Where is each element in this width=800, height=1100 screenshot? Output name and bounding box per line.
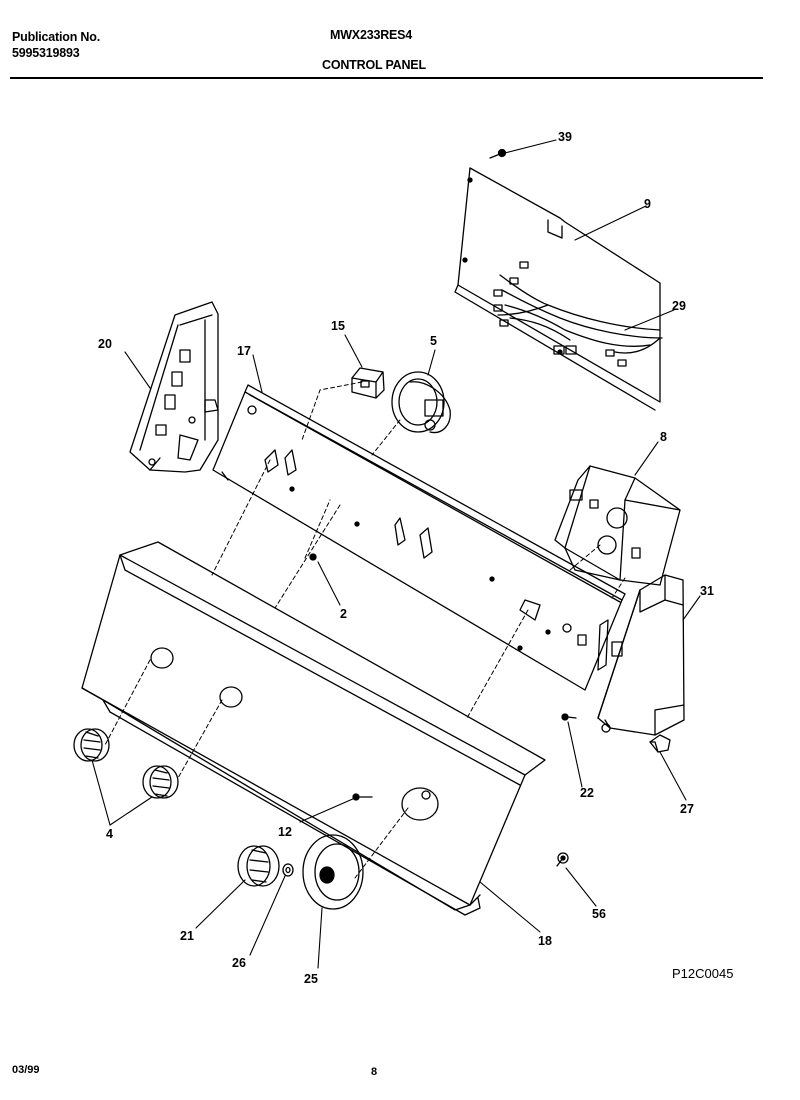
- callout-15: 15: [331, 319, 345, 333]
- part-2-screw: [309, 553, 317, 561]
- part-18-console: [81, 541, 546, 916]
- callout-39: 39: [558, 130, 572, 144]
- leader-lines: [91, 139, 701, 969]
- assembly-lines: [104, 381, 626, 879]
- callout-9: 9: [644, 197, 651, 211]
- part-56-screw: [556, 852, 569, 867]
- part-39-screw: [489, 148, 507, 159]
- header-rule: [10, 77, 763, 79]
- part-25-dial: [302, 834, 364, 910]
- part-4-knob-right: [142, 765, 179, 799]
- part-26-washer: [282, 863, 294, 877]
- callout-4: 4: [106, 827, 113, 841]
- callout-26: 26: [232, 956, 246, 970]
- callout-29: 29: [672, 299, 686, 313]
- part-21-knob: [237, 845, 280, 887]
- publication-label: Publication No.: [12, 30, 100, 44]
- callout-27: 27: [680, 802, 694, 816]
- part-20-bracket: [129, 301, 219, 473]
- part-17-panel-board: [212, 384, 626, 691]
- part-15-switch: [351, 367, 385, 399]
- callout-25: 25: [304, 972, 318, 986]
- part-29-wire-harness: [493, 261, 663, 367]
- part-27-clip: [649, 734, 671, 753]
- part-12-screw: [352, 793, 373, 801]
- model-number: MWX233RES4: [330, 28, 413, 42]
- section-title: CONTROL PANEL: [322, 58, 426, 72]
- publication-number: 5995319893: [12, 46, 80, 60]
- callout-8: 8: [660, 430, 667, 444]
- callout-56: 56: [592, 907, 606, 921]
- part-9-rear-panel: [454, 167, 661, 411]
- footer-date: 03/99: [12, 1064, 40, 1076]
- callout-18: 18: [538, 934, 552, 948]
- callout-5: 5: [430, 334, 437, 348]
- part-22-screw: [561, 713, 577, 721]
- callout-17: 17: [237, 344, 251, 358]
- page-number: 8: [371, 1066, 378, 1078]
- part-4-knob-left: [73, 728, 110, 762]
- callout-22: 22: [580, 786, 594, 800]
- callout-2: 2: [340, 607, 347, 621]
- callout-31: 31: [700, 584, 714, 598]
- diagram-code: P12C0045: [672, 966, 734, 981]
- callout-12: 12: [278, 825, 292, 839]
- part-8-control-module: [554, 465, 681, 586]
- part-5-timer: [391, 371, 451, 434]
- callout-20: 20: [98, 337, 112, 351]
- part-31-end-cap: [597, 574, 685, 736]
- callout-21: 21: [180, 929, 194, 943]
